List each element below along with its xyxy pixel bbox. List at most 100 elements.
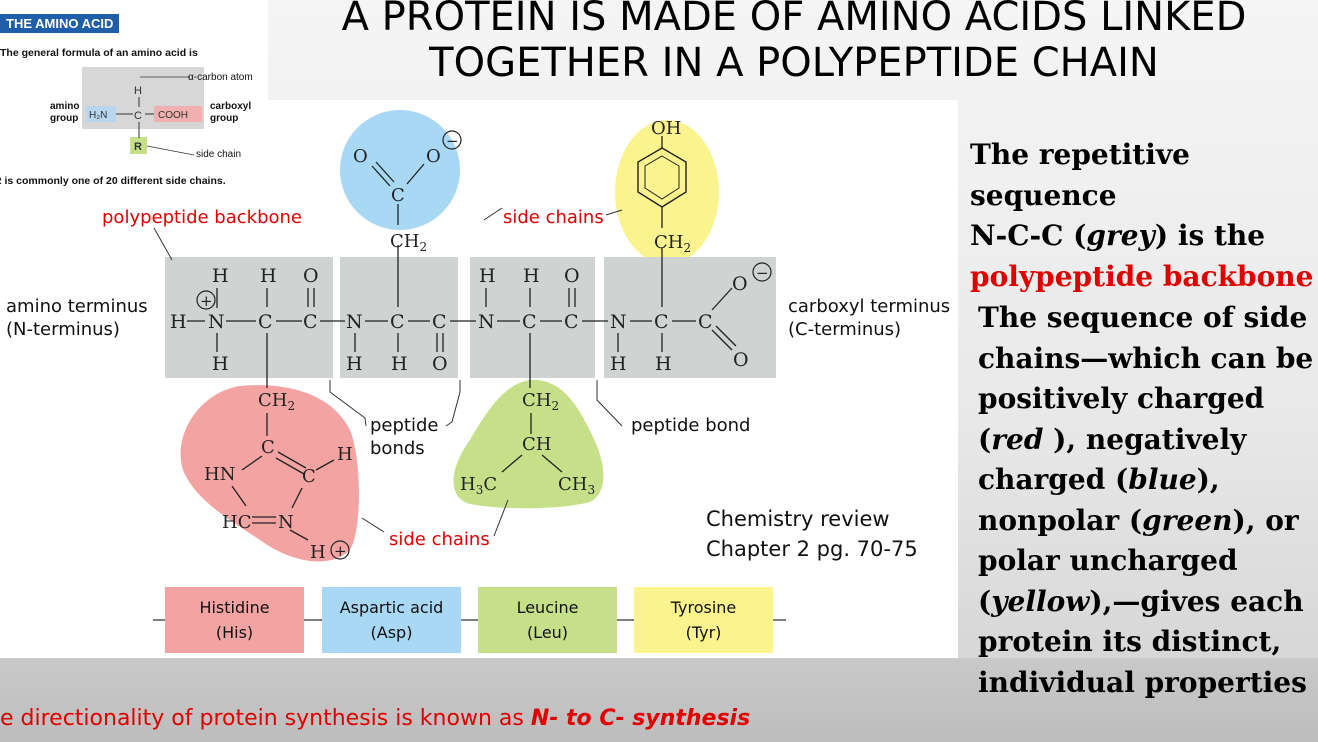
directionality-note: e directionality of protein synthesis is… [0,706,751,731]
side-chain-label: side chain [196,149,242,160]
amino-group-label-1: amino [50,101,80,112]
peptide-bonds-label-2: bonds [370,438,425,459]
svg-text:C: C [698,311,713,333]
svg-text:HN: HN [204,464,235,485]
svg-text:H: H [212,353,229,375]
svg-text:+: + [334,542,347,560]
svg-text:C: C [522,311,537,333]
legend-asp [322,587,461,653]
amino-group-box [86,106,116,122]
formula-r: R [134,141,142,153]
his-side-chain: CH2 C C H HN HC N H + [204,390,353,563]
side-chain-explanation-line-8: (yellow),—gives each [978,584,1304,618]
formula-nh2: H₂N [89,110,107,121]
svg-text:H: H [610,353,627,375]
legend-tyr-name: Tyrosine [670,598,737,617]
legend-asp-abbr: (Asp) [370,623,413,642]
svg-text:N: N [610,311,627,333]
svg-text:H: H [346,353,363,375]
svg-text:H: H [170,311,187,333]
svg-text:C: C [302,466,316,487]
svg-text:H: H [212,265,229,287]
backbone-box-1 [165,257,333,378]
tyr-blob [615,120,719,264]
backbone-atoms: H N + H H C H C O N H C H C O N [170,245,772,388]
legend-tyr [634,587,773,653]
svg-text:N: N [208,311,225,333]
svg-text:C: C [654,311,669,333]
backbone-box-2 [340,257,458,378]
svg-text:C: C [390,311,405,333]
asp-blob [340,110,460,230]
review-line-1: Chemistry review [706,507,890,531]
svg-text:O: O [733,349,749,371]
review-line-2: Chapter 2 pg. 70-75 [706,537,918,561]
svg-text:O: O [732,273,748,295]
side-chain-explanation-line-4: (red ), negatively [978,422,1247,456]
side-chains-top-label: side chains [503,207,604,228]
svg-text:H: H [655,353,672,375]
carboxyl-terminus-label-1: carboxyl terminus [788,296,951,317]
legend-tyr-abbr: (Tyr) [685,623,722,642]
backbone-explanation: The repetitive sequence N-C-C (grey) is … [970,135,1318,297]
slide-title: A PROTEIN IS MADE OF AMINO ACIDS LINKED … [270,0,1318,86]
inset-header: THE AMINO ACID [0,14,120,33]
svg-text:CH3: CH3 [558,474,595,497]
legend-his [165,587,304,653]
side-chain-explanation: The sequence of side chains—which can be… [978,298,1313,703]
alpha-carbon-label: α-carbon atom [188,72,253,83]
svg-text:C: C [432,311,447,333]
amino-terminus-label-1: amino terminus [6,296,148,317]
svg-text:H: H [479,265,496,287]
svg-text:H: H [391,353,408,375]
formula-h: H [134,85,142,97]
legend-leu-abbr: (Leu) [526,623,569,642]
side-chain-explanation-line-7: polar uncharged [978,544,1238,577]
svg-text:O: O [564,265,580,287]
svg-text:CH2: CH2 [390,231,427,254]
amino-group-label-2: group [50,113,79,124]
footer-band [0,658,1318,742]
svg-text:CH: CH [522,434,551,455]
side-chain-explanation-line-3: positively charged [978,382,1265,415]
svg-text:HC: HC [222,512,251,533]
carboxyl-group-box [154,106,202,122]
leu-side-chain: CH2 CH H3C CH3 [460,390,595,497]
svg-text:OH: OH [651,118,681,139]
his-blob [180,385,359,562]
svg-text:+: + [200,292,213,310]
svg-text:C: C [391,185,405,206]
side-chain-explanation-line-1: The sequence of side [978,301,1308,334]
polypeptide-diagram: H N + H H C H C O N H C H C O N [153,110,786,653]
legend-asp-name: Aspartic acid [339,598,444,617]
legend-leu [478,587,617,653]
backbone-explanation-line-3: polypeptide backbone [970,259,1314,293]
amino-terminus-label-2: (N-terminus) [6,319,120,340]
backbone-label: polypeptide backbone [102,207,302,228]
amino-acid-formula: H C R H₂N COOH [82,67,204,156]
formula-c: C [134,110,142,122]
r-group-box [130,137,147,154]
svg-text:H3C: H3C [460,474,497,497]
svg-text:C: C [564,311,579,333]
side-chain-explanation-line-5: charged (blue), [978,463,1220,496]
legend-his-abbr: (His) [215,623,254,642]
leu-blob [453,379,604,509]
backbone-box-3 [470,257,595,378]
carboxyl-group-label-1: carboxyl [210,101,252,112]
svg-text:−: − [756,264,769,282]
side-chain-explanation-line-9: protein its distinct, [978,625,1282,658]
svg-text:CH2: CH2 [522,390,559,413]
title-line-1: A PROTEIN IS MADE OF AMINO ACIDS LINKED [341,0,1247,40]
inset-footnote: R is commonly one of 20 different side c… [0,175,226,187]
svg-text:−: − [446,132,459,150]
svg-text:N: N [478,311,495,333]
backbone-box-4 [604,257,776,378]
carboxyl-group-label-2: group [210,113,239,124]
svg-text:O: O [426,146,441,167]
svg-text:O: O [432,353,448,375]
peptide-bonds-label-1: peptide [370,415,439,436]
legend-leu-name: Leucine [516,598,579,617]
side-chain-explanation-line-2: chains—which can be [978,341,1314,375]
svg-text:H: H [310,542,326,563]
